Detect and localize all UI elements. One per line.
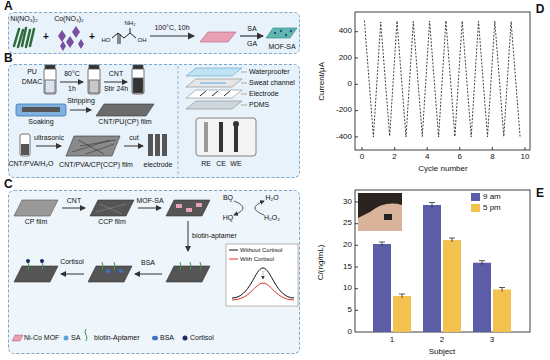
text-label: 100°C, 10h xyxy=(154,24,189,32)
tick-label: 2 xyxy=(392,153,396,162)
text-label: HO xyxy=(102,37,111,44)
tick-label: 200 xyxy=(339,54,352,63)
tick-label: 0 xyxy=(348,328,352,337)
text-label: MOF-SA xyxy=(268,43,295,51)
text-label: DMAC xyxy=(22,78,43,86)
text-label: Current/μA xyxy=(318,62,327,101)
tick-label: -400 xyxy=(336,133,352,142)
tick-label: 10 xyxy=(343,284,352,293)
tick-label: 30 xyxy=(343,198,352,207)
text-label: Cortisol xyxy=(60,258,84,266)
text-label: CNT/PVA/H₂O xyxy=(9,160,54,168)
text-label: WE xyxy=(230,160,241,168)
text-label: + xyxy=(43,31,49,42)
tick-label: 15 xyxy=(343,263,352,272)
text-label: 1h xyxy=(68,85,76,93)
panel-letter: D xyxy=(536,3,545,16)
text-label: CNT xyxy=(67,197,81,205)
legend-text: With Cortisol xyxy=(240,256,274,263)
text-label: electrode xyxy=(144,161,173,169)
tick-label: 0 xyxy=(348,80,352,89)
text-label: Cycle number xyxy=(418,165,467,174)
text-label: CE xyxy=(216,160,226,168)
legend-text: SA xyxy=(71,334,80,342)
text-label: biotin-aptamer xyxy=(192,232,237,240)
text-label: CNT/PVA/CP(CCP) film xyxy=(59,161,133,169)
legend-text: Cortisol xyxy=(190,334,214,342)
text-label: PU xyxy=(27,68,37,76)
tick-label: -200 xyxy=(336,106,352,115)
legend-text: BSA xyxy=(160,334,174,342)
text-label: SA xyxy=(247,25,256,33)
text-label: CNT xyxy=(109,70,123,78)
tick-label: 8 xyxy=(490,153,494,162)
tick-label: 5 xyxy=(348,306,352,315)
text-label: NH₂ xyxy=(125,20,136,27)
text-label: ultrasonic xyxy=(34,134,64,142)
panel-frame: C xyxy=(8,190,300,354)
text-label: CCP film xyxy=(98,218,125,226)
tick-label: 6 xyxy=(458,153,462,162)
legend-text: biotin-Aptamer xyxy=(94,334,140,342)
text-label: C/(ng/mL) xyxy=(318,244,327,280)
text-label: + xyxy=(89,31,95,42)
text-label: Ni(NO₃)₂ xyxy=(10,15,37,23)
text-label: Co(NO₃)₂ xyxy=(54,15,84,23)
legend-text: 5 pm xyxy=(483,204,501,213)
text-label: HQ xyxy=(223,214,234,222)
text-label: GA xyxy=(247,40,257,48)
text-label: 1 xyxy=(390,336,394,345)
text-label: Sweat channel xyxy=(249,79,295,87)
text-label: Soaking xyxy=(28,118,53,126)
panel-letter: B xyxy=(4,52,13,65)
legend-text: 9 am xyxy=(483,193,501,202)
panel-letter: C xyxy=(4,178,13,191)
text-label: Stripping xyxy=(67,97,95,105)
text-label: BQ xyxy=(223,194,233,202)
text-label: OH xyxy=(138,37,147,44)
text-label: 3 xyxy=(490,336,494,345)
text-label: H₂O₂ xyxy=(264,214,280,222)
text-label: Waterproofer xyxy=(249,68,290,76)
text-label: H₂O xyxy=(265,194,278,202)
legend-swatch xyxy=(471,204,480,212)
text-label: Stir 24h xyxy=(104,85,128,93)
legend-text: Ni-Co MOF xyxy=(24,334,59,342)
panel-frame: A xyxy=(8,12,300,54)
text-label: BSA xyxy=(141,259,155,267)
legend-swatch xyxy=(471,193,480,201)
tick-label: 10 xyxy=(521,153,530,162)
legend-text: Without Cortisol xyxy=(240,247,282,254)
text-label: Electrode xyxy=(249,90,279,98)
text-label: Subject xyxy=(429,348,456,357)
tick-label: 400 xyxy=(339,27,352,36)
panel-letter: A xyxy=(4,0,13,13)
text-label: PDMS xyxy=(249,101,269,109)
text-label: MOF-SA xyxy=(136,197,163,205)
text-label: CNT/PU(CP) film xyxy=(98,118,151,126)
text-label: cut xyxy=(129,134,138,142)
text-label: RE xyxy=(201,160,211,168)
tick-label: 25 xyxy=(343,219,352,228)
tick-label: 4 xyxy=(425,153,429,162)
text-label: CP film xyxy=(25,218,47,226)
text-label: 80°C xyxy=(64,70,80,78)
tick-label: 0 xyxy=(360,153,364,162)
panel-letter: E xyxy=(536,187,544,200)
text-label: 2 xyxy=(440,336,444,345)
tick-label: 20 xyxy=(343,241,352,250)
